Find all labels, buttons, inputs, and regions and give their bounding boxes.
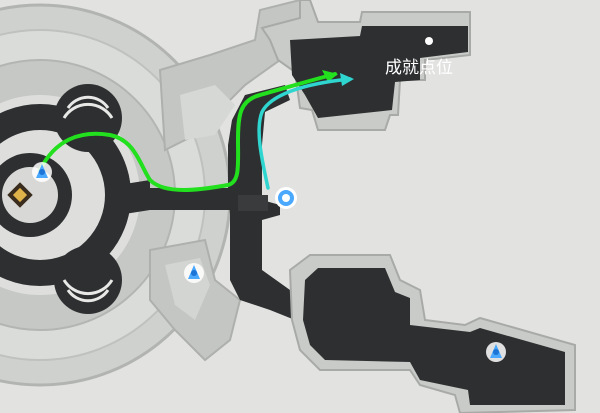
achievement-dot-icon[interactable]: [425, 37, 433, 45]
lower-right-room: [288, 254, 576, 413]
green-route: [38, 72, 337, 192]
teleport-anchor-icon[interactable]: [32, 162, 52, 182]
corridor: [118, 85, 300, 320]
teleport-anchor-icon[interactable]: [184, 263, 204, 283]
upper-right-room: [260, 0, 471, 131]
upper-courtyard: [158, 0, 301, 152]
teleport-anchor-icon[interactable]: [486, 342, 506, 362]
routes: [38, 70, 354, 192]
achievement-label: 成就点位: [385, 58, 453, 78]
cyan-route: [257, 77, 352, 190]
cyan-route-arrowhead: [340, 73, 354, 86]
green-route-arrowhead: [322, 70, 338, 82]
space-anchor-icon[interactable]: [275, 187, 297, 209]
